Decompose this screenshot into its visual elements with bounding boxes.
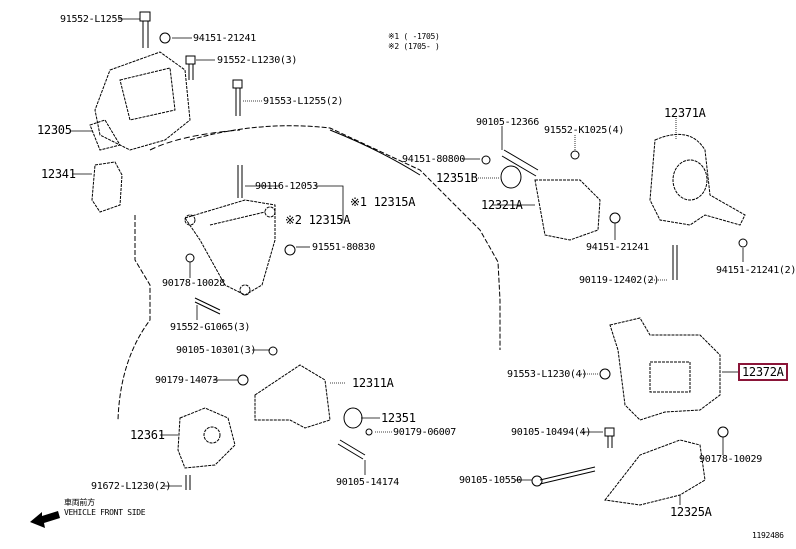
- direction-label-jp: 車両前方: [64, 498, 95, 507]
- part-label[interactable]: 91553-L1230(4): [507, 369, 588, 380]
- part-label-highlighted[interactable]: 12372A: [738, 363, 788, 381]
- part-label[interactable]: 94151-21241(2): [716, 265, 796, 276]
- part-label[interactable]: 90116-12053: [255, 181, 318, 192]
- bolt-91552-L1255: [139, 11, 151, 48]
- part-label[interactable]: 91552-K1025(4): [544, 125, 625, 136]
- part-label[interactable]: 90105-10494(4): [511, 427, 592, 438]
- note-1: ※1 ( -1705): [388, 32, 440, 41]
- direction-label-en: VEHICLE FRONT SIDE: [64, 508, 146, 517]
- part-label[interactable]: 12341: [41, 167, 76, 181]
- part-label[interactable]: 90105-10550: [459, 475, 522, 486]
- engine-outline: [189, 125, 501, 350]
- engine-outline-left: [117, 215, 151, 421]
- part-label[interactable]: ※2 12315A: [285, 213, 351, 227]
- bolt-91552-G1065: [194, 297, 221, 315]
- bolt-90105-14174: [337, 439, 366, 460]
- part-12325A: [604, 439, 706, 506]
- part-label[interactable]: 12351B: [436, 171, 478, 185]
- part-label[interactable]: 12361: [130, 428, 165, 442]
- part-label[interactable]: 94151-21241: [586, 242, 649, 253]
- bolt-90105-12366: [501, 149, 539, 177]
- note-2: ※2 (1705- ): [388, 42, 440, 51]
- part-label[interactable]: 90105-14174: [336, 477, 399, 488]
- part-label[interactable]: 91552-L1230(3): [217, 55, 298, 66]
- part-label[interactable]: 12351: [381, 411, 416, 425]
- part-label[interactable]: 91551-80830: [312, 242, 375, 253]
- part-12305: [89, 51, 191, 151]
- vehicle-front-arrow: [30, 511, 60, 528]
- part-12351: [343, 407, 363, 429]
- bolt-90119-12402: [672, 245, 678, 280]
- part-label[interactable]: 90119-12402(2): [579, 275, 660, 286]
- part-label[interactable]: 91552-L1255: [60, 14, 123, 25]
- part-label[interactable]: 94151-21241: [193, 33, 256, 44]
- part-12311A: [254, 364, 331, 429]
- bolt-90105-10550: [539, 466, 596, 485]
- part-12315A: [184, 199, 276, 296]
- part-label[interactable]: 94151-80800: [402, 154, 465, 165]
- part-label[interactable]: 91672-L1230(2): [91, 481, 172, 492]
- part-label[interactable]: 91552-G1065(3): [170, 322, 251, 333]
- part-12371A: [649, 133, 746, 226]
- part-12321A: [534, 179, 601, 241]
- figure-code: 1192486: [752, 531, 784, 540]
- part-label[interactable]: 90105-12366: [476, 117, 539, 128]
- part-12372A: [609, 317, 721, 421]
- bolt-91553-L1255: [232, 79, 243, 116]
- part-label[interactable]: 91553-L1255(2): [263, 96, 344, 107]
- part-label[interactable]: 12305: [37, 123, 72, 137]
- bolt-91672-L1230: [185, 475, 191, 490]
- part-12341: [91, 161, 123, 213]
- part-label[interactable]: 90179-06007: [393, 427, 456, 438]
- part-label[interactable]: ※1 12315A: [350, 195, 416, 209]
- nut-94151-21241: [159, 32, 171, 44]
- nut-90178-10028: [185, 253, 195, 263]
- part-label[interactable]: 12311A: [352, 376, 394, 390]
- part-label[interactable]: 90179-14073: [155, 375, 218, 386]
- part-label[interactable]: 90178-10029: [699, 454, 762, 465]
- part-label[interactable]: 90105-10301(3): [176, 345, 257, 356]
- bolt-91552-L1230: [185, 55, 196, 80]
- part-12351B: [500, 165, 522, 189]
- part-label[interactable]: 12325A: [670, 505, 712, 519]
- part-label[interactable]: 12371A: [664, 106, 706, 120]
- part-label[interactable]: 12321A: [481, 198, 523, 212]
- part-12361: [177, 407, 236, 469]
- stud-90116: [237, 165, 243, 198]
- part-label[interactable]: 90178-10028: [162, 278, 225, 289]
